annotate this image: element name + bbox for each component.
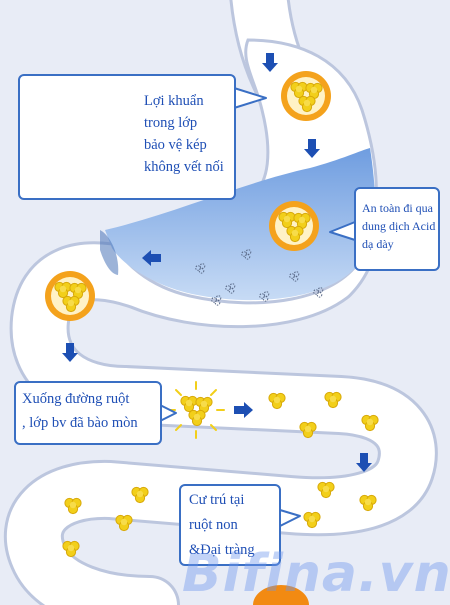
callout-intestine-descent: Xuống đường ruột , lớp bv đã bào mòn (14, 381, 162, 445)
pylorus-shadow (100, 230, 119, 275)
callout-2-line-2: dung dịch Acid (362, 219, 436, 233)
callout-protected-bacteria: Lợi khuẩn trong lớp bảo vệ kép không vết… (18, 74, 236, 200)
callout-1-line-1: Lợi khuẩn (144, 93, 204, 109)
callout-2-line-3: dạ dày (362, 237, 394, 251)
capsule-entering (281, 71, 331, 121)
callout-4-line-2: ruột non (189, 517, 238, 533)
callout-1-line-4: không vết nối (144, 159, 224, 175)
capsule-descending (45, 271, 95, 321)
callout-2-line-1: An toàn đi qua (362, 201, 433, 215)
callout-4-line-1: Cư trú tại (189, 492, 245, 508)
release-burst-icon (167, 381, 225, 439)
callout-colonize: Cư trú tại ruột non &Đại tràng (179, 484, 281, 566)
capsule-in-acid (269, 201, 319, 251)
callout-3-line-1: Xuống đường ruột (22, 391, 130, 407)
callout-acid-safe: An toàn đi qua dung dịch Acid dạ dày (354, 187, 440, 271)
callout-1-line-3: bảo vệ kép (144, 137, 207, 153)
bottom-capsule-fragment (253, 585, 309, 605)
callout-4-line-3: &Đại tràng (189, 542, 255, 558)
stomach-acid (105, 148, 376, 301)
callout-1-line-2: trong lớp (144, 115, 198, 131)
callout-3-line-2: , lớp bv đã bào mòn (22, 415, 138, 431)
watermark-logo: Bifina.vn (182, 544, 450, 604)
